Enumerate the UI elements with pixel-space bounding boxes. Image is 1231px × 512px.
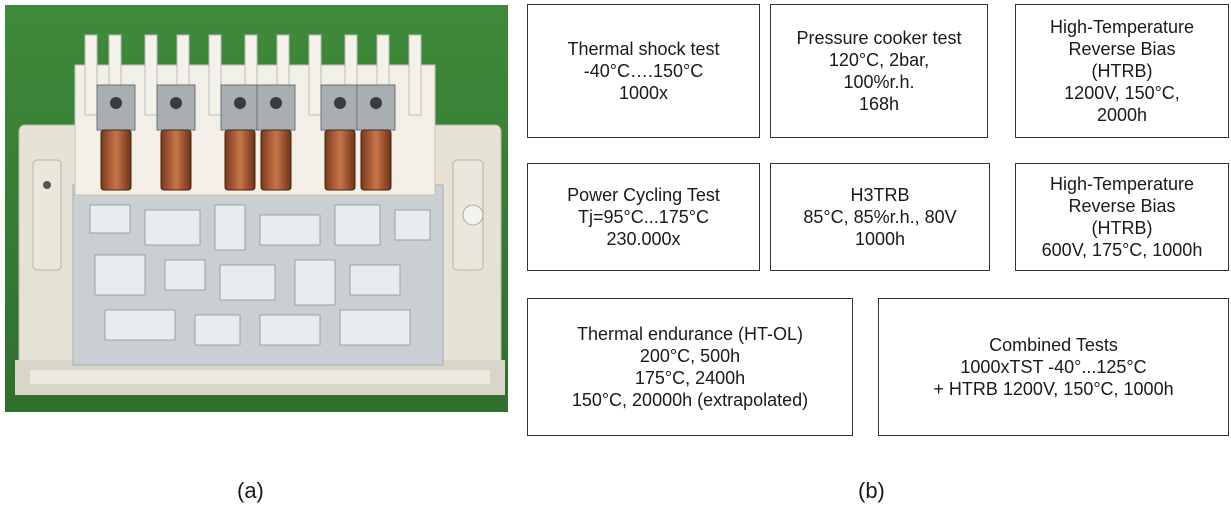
test-box-line: Thermal shock test <box>567 39 720 59</box>
power-module-photo <box>5 5 508 412</box>
test-box-line: 175°C, 2400h <box>634 368 746 388</box>
test-box-line: 600V, 175°C, 1000h <box>1041 240 1203 260</box>
test-box-line: (HTRB) <box>1091 61 1153 81</box>
test-box-line: 85°C, 85%r.h., 80V <box>803 207 957 227</box>
test-box-line: Pressure cooker test <box>796 28 962 48</box>
test-box-line: Tj=95°C...175°C <box>578 207 709 227</box>
test-box-line: 1000h <box>854 229 906 249</box>
test-box-line: 230.000x <box>606 229 681 249</box>
test-box-line: 150°C, 20000h (extrapolated) <box>571 390 809 410</box>
test-box-line: High-Temperature <box>1049 17 1195 37</box>
test-box-line: Combined Tests <box>989 335 1118 355</box>
panel-label-b: (b) <box>858 478 885 503</box>
test-box-line: 200°C, 500h <box>639 346 741 366</box>
test-box-line: + HTRB 1200V, 150°C, 1000h <box>933 379 1174 399</box>
test-box-line: Reverse Bias <box>1068 39 1176 59</box>
test-box-line: H3TRB <box>850 185 910 205</box>
test-box-line: Reverse Bias <box>1068 196 1176 216</box>
panel-label-a: (a) <box>237 478 264 503</box>
test-box-line: Power Cycling Test <box>567 185 720 205</box>
test-box-line: -40°C….150°C <box>583 61 704 81</box>
test-box-line: Thermal endurance (HT-OL) <box>576 324 804 344</box>
test-box-line: 120°C, 2bar, <box>828 50 930 70</box>
test-box-line: High-Temperature <box>1049 174 1195 194</box>
test-box-line: 2000h <box>1096 105 1148 125</box>
test-box-line: (HTRB) <box>1091 218 1153 238</box>
test-box-line: 168h <box>858 94 900 114</box>
test-box-line: 1000xTST -40°...125°C <box>960 357 1147 377</box>
test-box-line: 100%r.h. <box>843 72 915 92</box>
test-box-line: 1000x <box>618 83 669 103</box>
test-box-line: 1200V, 150°C, <box>1064 83 1180 103</box>
